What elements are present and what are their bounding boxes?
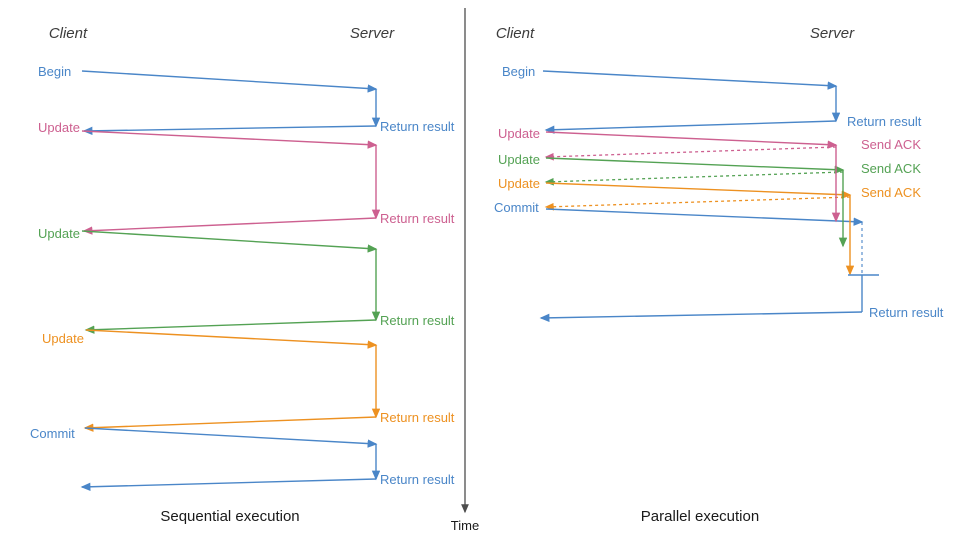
message-arrow-update-3 xyxy=(545,182,852,199)
message-arrow-update-2 xyxy=(81,230,378,253)
message-arrow-send-ack-1 xyxy=(544,146,837,161)
message-label-return-commit: Return result xyxy=(869,305,944,320)
message-label-return-update-3: Return result xyxy=(380,410,455,425)
message-arrow-update-2 xyxy=(545,157,845,174)
message-label-update-1: Update xyxy=(498,126,540,141)
panel-caption-parallel: Parallel execution xyxy=(641,508,759,525)
actor-label-server: Server xyxy=(810,25,855,42)
message-label-update-2: Update xyxy=(38,226,80,241)
message-arrow-update-1 xyxy=(81,130,378,149)
message-label-commit: Commit xyxy=(30,426,75,441)
actor-label-server: Server xyxy=(350,25,395,42)
message-label-return-update-1: Return result xyxy=(380,211,455,226)
message-arrow-return-update-1 xyxy=(82,217,377,235)
message-arrow-return-update-3 xyxy=(83,416,377,432)
message-label-return-begin: Return result xyxy=(380,119,455,134)
message-label-update-1: Update xyxy=(38,120,80,135)
message-arrow-return-commit xyxy=(80,478,377,491)
message-arrow-return-commit xyxy=(539,311,863,323)
message-label-update-3: Update xyxy=(498,176,540,191)
message-label-update-3: Update xyxy=(42,331,84,346)
message-label-return-begin: Return result xyxy=(847,114,922,129)
message-arrow-begin xyxy=(542,70,838,90)
message-arrow-update-1 xyxy=(545,131,838,149)
message-label-send-ack-3: Send ACK xyxy=(861,185,921,200)
message-label-begin: Begin xyxy=(38,64,71,79)
message-arrow-return-begin xyxy=(82,125,377,136)
message-arrow-commit xyxy=(545,208,864,226)
message-label-send-ack-1: Send ACK xyxy=(861,137,921,152)
message-label-return-commit: Return result xyxy=(380,472,455,487)
message-label-return-update-2: Return result xyxy=(380,313,455,328)
time-axis-group: Time xyxy=(451,8,479,533)
message-arrow-send-ack-2 xyxy=(544,171,844,186)
actor-label-client: Client xyxy=(496,25,535,42)
message-arrow-commit xyxy=(84,427,378,448)
time-axis-label: Time xyxy=(451,518,479,533)
message-arrow-return-update-2 xyxy=(84,319,377,334)
message-label-update-2: Update xyxy=(498,152,540,167)
message-edges-group xyxy=(80,70,879,491)
panel-caption-sequential: Sequential execution xyxy=(160,508,299,525)
message-label-send-ack-2: Send ACK xyxy=(861,161,921,176)
message-label-begin: Begin xyxy=(502,64,535,79)
message-label-commit: Commit xyxy=(494,200,539,215)
message-arrow-begin xyxy=(81,70,378,93)
message-arrow-update-3 xyxy=(85,329,378,349)
message-arrow-return-begin xyxy=(544,120,837,134)
message-arrow-send-ack-3 xyxy=(544,196,851,211)
actor-label-client: Client xyxy=(49,25,88,42)
